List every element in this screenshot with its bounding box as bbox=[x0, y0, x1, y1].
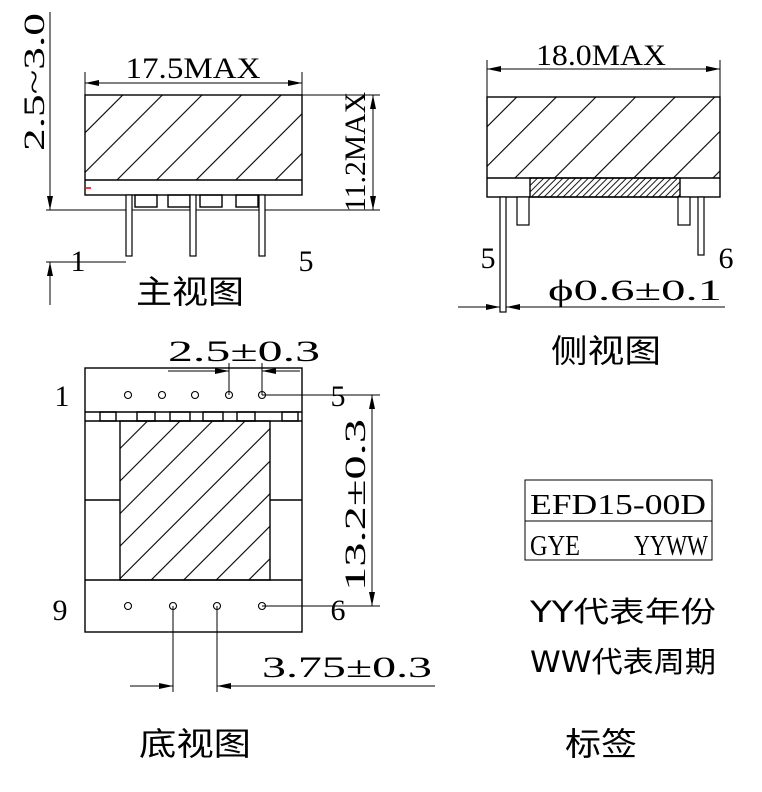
label-box bbox=[524, 479, 713, 561]
pin-label-bottom-right: 6 bbox=[331, 594, 346, 627]
width-dimension-text: 18.0MAX bbox=[536, 39, 666, 72]
terminal-post bbox=[516, 196, 530, 226]
bobbin-tab bbox=[136, 411, 156, 422]
pin-label-left: 5 bbox=[481, 242, 496, 275]
core-hatch bbox=[85, 95, 302, 180]
height-dimension-text: 11.2MAX bbox=[339, 92, 372, 212]
side-view: 18.0MAX ϕ0.6±0.1 5 6 侧视图 bbox=[458, 39, 734, 370]
core-hatch bbox=[120, 421, 270, 580]
pin-diameter-dimension-text: ϕ0.6±0.1 bbox=[548, 274, 722, 307]
bottom-view-title: 底视图 bbox=[139, 725, 251, 763]
pin bbox=[258, 194, 266, 257]
pin-label-left: 1 bbox=[71, 245, 86, 278]
label-line1: EFD15-00D bbox=[530, 490, 706, 521]
pin bbox=[499, 196, 507, 313]
bottom-view: 2.5±0.3 13.2±0.3 3.75±0.3 1 5 9 6 底视图 bbox=[53, 335, 435, 763]
label-block: EFD15-00D GYE YYWW YY代表年份 WW代表周期 标签 bbox=[524, 479, 716, 763]
main-view-title: 主视图 bbox=[136, 273, 244, 311]
bobbin-tab bbox=[99, 411, 117, 422]
width-dimension-text: 17.5MAX bbox=[126, 52, 261, 85]
bobbin-tab bbox=[236, 411, 256, 422]
side-view-title: 侧视图 bbox=[551, 332, 661, 370]
terminal-post bbox=[677, 196, 691, 226]
base-hatch bbox=[530, 178, 680, 197]
bottom-pitch-dimension-text: 3.75±0.3 bbox=[262, 651, 432, 684]
pin-label-bottom-left: 9 bbox=[53, 594, 68, 627]
bobbin-tab bbox=[167, 194, 191, 208]
pin-label-top-left: 1 bbox=[55, 380, 70, 413]
pin-hole-top bbox=[123, 390, 133, 400]
pitch-dimension-text: 2.5±0.3 bbox=[168, 335, 320, 368]
bobbin-tab bbox=[202, 411, 224, 422]
legend-ww: WW代表周期 bbox=[530, 645, 716, 679]
pin-label-right: 5 bbox=[299, 245, 314, 278]
legend-yy: YY代表年份 bbox=[529, 595, 716, 629]
pin-length-dimension-text: 2.5~3.0 bbox=[18, 13, 51, 151]
bobbin-tab bbox=[169, 411, 191, 422]
row-spacing-dimension-text: 13.2±0.3 bbox=[339, 419, 372, 591]
core-hatch bbox=[487, 97, 720, 178]
pin bbox=[189, 194, 197, 257]
bobbin-tab bbox=[281, 411, 299, 422]
pin bbox=[125, 194, 133, 257]
label-line2-left: GYE bbox=[530, 531, 580, 562]
pin-label-right: 6 bbox=[719, 242, 734, 275]
bobbin-tab bbox=[199, 194, 223, 208]
main-view: 17.5MAX 11.2MAX 2.5~3.0 1 5 主视图 bbox=[18, 12, 380, 311]
pin-hole-top bbox=[190, 390, 200, 400]
pin-hole-top bbox=[157, 390, 167, 400]
bobbin-tab bbox=[134, 194, 158, 208]
bobbin-tab bbox=[235, 194, 259, 208]
pin bbox=[697, 196, 705, 256]
label-title: 标签 bbox=[565, 725, 637, 763]
base-hatch-outline bbox=[529, 177, 681, 198]
pin-label-top-right: 5 bbox=[331, 380, 346, 413]
pin-hole-bottom bbox=[123, 601, 133, 611]
label-line2-right: YYWW bbox=[634, 531, 708, 562]
